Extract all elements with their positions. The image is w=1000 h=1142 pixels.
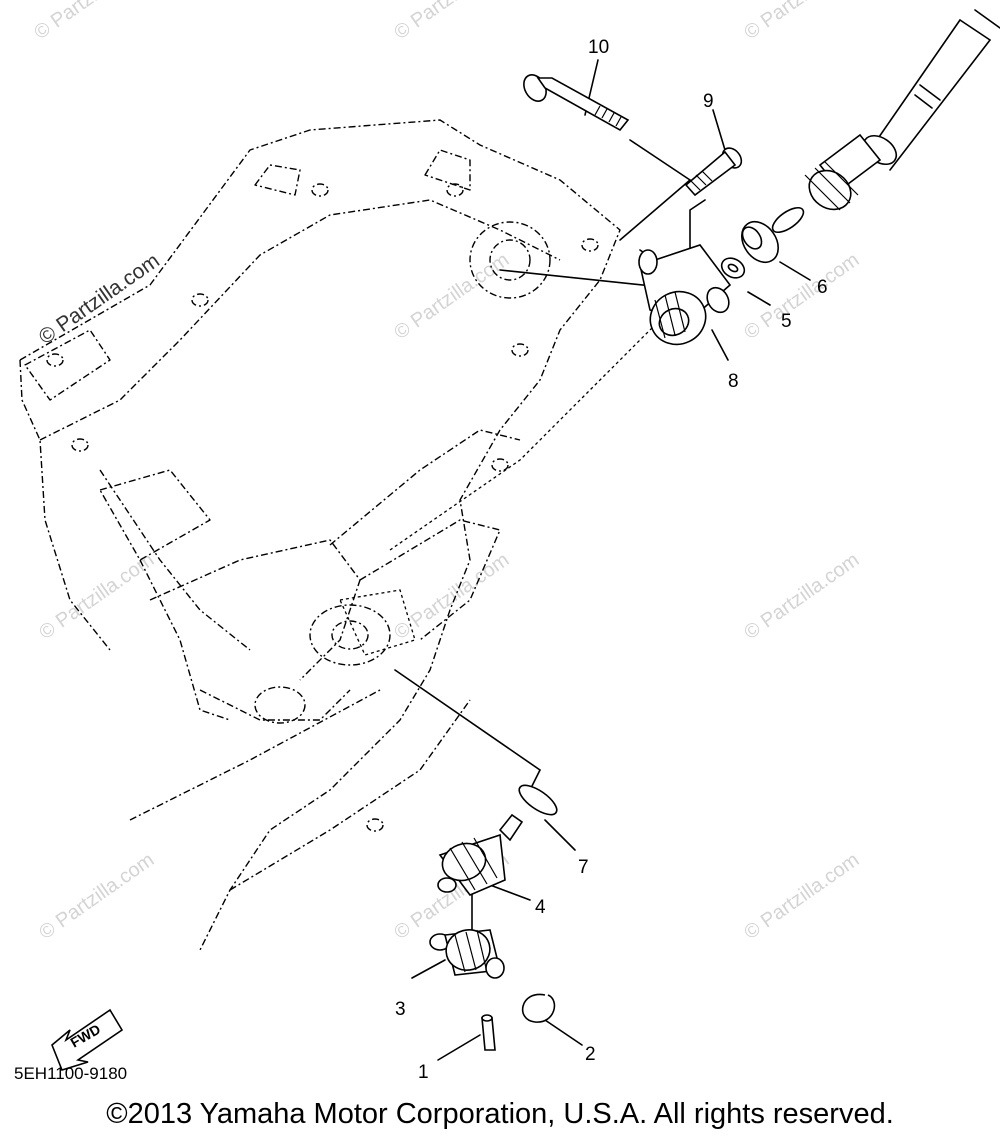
- part-4-gear-shaft: [437, 813, 524, 896]
- part-10-bolt: [523, 74, 630, 132]
- callout-5: 5: [781, 311, 792, 332]
- callout-7: 7: [578, 857, 589, 878]
- callout-1: 1: [418, 1062, 429, 1083]
- part-1-pin: [481, 1014, 496, 1051]
- part-9-bolt: [684, 147, 743, 197]
- part-3-driven-gear: [429, 929, 505, 979]
- watermark: © Partzilla.com: [390, 0, 513, 44]
- leader-lines: [394, 59, 811, 1061]
- part-8-gear-unit: [638, 244, 732, 346]
- watermark: © Partzilla.com: [35, 849, 158, 944]
- watermark: © Partzilla.com: [390, 249, 513, 344]
- callout-9: 9: [703, 91, 714, 112]
- part-7-o-ring: [518, 784, 558, 816]
- part-5-washer: [720, 257, 746, 279]
- diagram-code: 5EH1100-9180: [14, 1064, 128, 1083]
- watermark: © Partzilla.com: [740, 249, 863, 344]
- watermark-layer: © Partzilla.com © Partzilla.com © Partzi…: [30, 0, 863, 944]
- callout-2: 2: [585, 1044, 596, 1065]
- part-2-circlip: [521, 993, 556, 1023]
- watermark-prominent: © Partzilla.com: [35, 249, 164, 349]
- callout-numbers: 10 9 6 5 8 7 4 3 2 1: [395, 37, 828, 1083]
- watermark: © Partzilla.com: [740, 849, 863, 944]
- watermark: © Partzilla.com: [740, 549, 863, 644]
- fwd-arrow-icon: FWD: [51, 1008, 124, 1071]
- part-6-oil-seal: [741, 220, 779, 264]
- copyright-notice: ©2013 Yamaha Motor Corporation, U.S.A. A…: [106, 1098, 894, 1130]
- watermark: © Partzilla.com: [740, 0, 863, 44]
- crankcase-outline: [19, 119, 661, 951]
- callout-4: 4: [535, 897, 546, 918]
- callout-6: 6: [817, 277, 828, 298]
- speedometer-cable: [771, 9, 1000, 234]
- callout-8: 8: [728, 371, 739, 392]
- callout-10: 10: [588, 37, 609, 58]
- watermark: © Partzilla.com: [30, 0, 153, 44]
- watermark: © Partzilla.com: [390, 549, 513, 644]
- callout-3: 3: [395, 999, 406, 1020]
- watermark: © Partzilla.com: [35, 549, 158, 644]
